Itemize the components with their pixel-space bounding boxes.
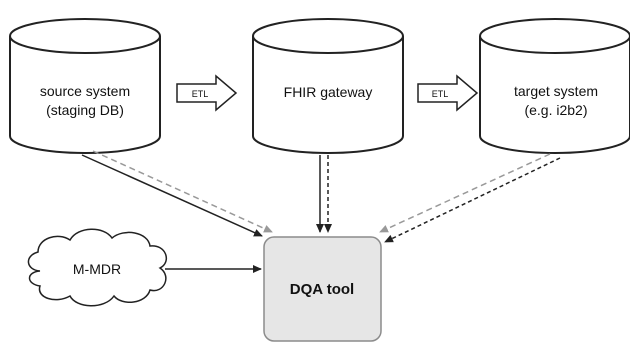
connector-target-dqa-dashed	[384, 157, 561, 243]
connector-source-dqa-solid	[81, 154, 263, 237]
target-system-label-line1: target system	[514, 83, 598, 99]
target-system-label-line2: (e.g. i2b2)	[524, 102, 587, 118]
connector-target-dqa-dashed-gray	[379, 153, 551, 233]
source-system-label-line2: (staging DB)	[46, 102, 124, 118]
etl-arrow-2: ETL	[417, 74, 479, 112]
etl-arrow-1-label: ETL	[192, 89, 209, 99]
dqa-tool-label: DQA tool	[290, 281, 354, 298]
fhir-gateway-db: FHIR gateway	[252, 18, 404, 154]
dqa-tool-box: DQA tool	[263, 236, 382, 342]
fhir-gateway-label: FHIR gateway	[284, 84, 373, 100]
etl-arrow-2-label: ETL	[432, 89, 449, 99]
source-system-db: source system (staging DB)	[9, 18, 161, 154]
etl-arrow-1: ETL	[176, 74, 238, 112]
target-system-db: target system (e.g. i2b2)	[479, 18, 630, 154]
m-mdr-cloud: M-MDR	[27, 228, 168, 307]
connector-source-dqa-dashed	[92, 150, 273, 233]
m-mdr-label: M-MDR	[73, 261, 121, 277]
source-system-label-line1: source system	[40, 83, 130, 99]
